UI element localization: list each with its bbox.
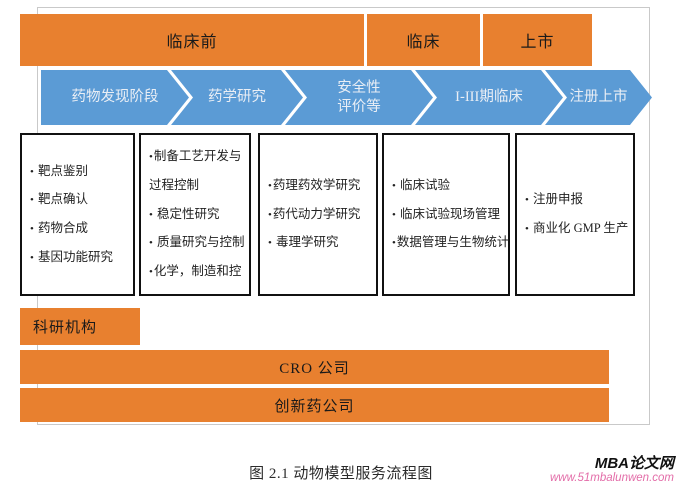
list-item: •数据管理与生物统计 — [392, 235, 509, 251]
bullet-icon: • — [30, 194, 34, 207]
list-item-label: 药理药效学研究 — [272, 177, 361, 192]
detail-box-clinical: • 临床试验 • 临床试验现场管理 •数据管理与生物统计 — [382, 133, 510, 296]
bullet-icon: • — [30, 251, 34, 264]
bullet-icon: • — [392, 179, 396, 192]
bullet-icon: • — [525, 223, 529, 235]
detail-box-registration: • 注册申报 • 商业化 GMP 生产 — [515, 133, 635, 296]
list-item-label: 稳定性研究 — [156, 206, 220, 221]
list-item-label: 基因功能研究 — [37, 249, 113, 264]
provider-bar-cro: CRO 公司 — [20, 350, 609, 384]
chevron-label-line1: 安全性 — [337, 80, 381, 97]
watermark-url: www.51mbalunwen.com — [549, 471, 674, 484]
list-item: • 商业化 GMP 生产 — [525, 221, 629, 237]
chevron-step-phase13: I-III期临床 — [415, 70, 563, 125]
chevron-label: 注册上市 — [569, 89, 628, 106]
list-item-label: 注册申报 — [532, 192, 583, 207]
bullet-icon: • — [392, 237, 396, 250]
provider-bar-label: 科研机构 — [33, 320, 98, 336]
list-item-label: 过程控制 — [149, 177, 200, 192]
detail-list: • 靶点鉴别 • 靶点确认 • 药物合成 • 基因功能研究 — [30, 164, 125, 266]
list-item: • 毒理学研究 — [268, 235, 368, 251]
bullet-icon: • — [268, 208, 272, 221]
chevron-label: 安全性 评价等 — [333, 79, 385, 115]
bullet-icon: • — [392, 208, 396, 221]
phase-segment-preclinical: 临床前 — [20, 14, 367, 66]
list-item: • 临床试验现场管理 — [392, 207, 500, 223]
figure-caption: 图 2.1 动物模型服务流程图 — [249, 466, 433, 482]
list-item: • 基因功能研究 — [30, 250, 125, 266]
watermark: MBA论文网 www.51mbalunwen.com — [550, 456, 674, 485]
list-item-label: 临床试验 — [399, 177, 450, 192]
bullet-icon: • — [149, 237, 153, 250]
bullet-icon: • — [149, 151, 153, 164]
list-item: •药理药效学研究 — [268, 178, 368, 194]
detail-list: • 临床试验 • 临床试验现场管理 •数据管理与生物统计 — [392, 178, 509, 251]
list-item: •化学，制造和控 — [149, 264, 241, 280]
list-item: •制备工艺开发与 — [149, 149, 241, 165]
bullet-icon: • — [268, 179, 272, 192]
bullet-icon: • — [268, 237, 272, 250]
chevron-label: 药物发现阶段 — [71, 89, 159, 106]
list-item: • 注册申报 — [525, 192, 625, 208]
list-item: 过程控制 — [149, 178, 241, 194]
list-item-label: 制备工艺开发与 — [153, 149, 242, 164]
phase-segment-market: 上市 — [483, 14, 592, 66]
list-item-label: 商业化 GMP 生产 — [532, 221, 629, 235]
list-item: • 稳定性研究 — [149, 207, 241, 223]
bullet-icon: • — [30, 223, 34, 235]
list-item: • 靶点鉴别 — [30, 164, 125, 180]
list-item-label: 质量研究与控制 — [156, 235, 245, 250]
phase-band: 临床前 临床 上市 — [20, 14, 592, 66]
phase-label: 上市 — [520, 34, 555, 51]
detail-box-safety: •药理药效学研究 •药代动力学研究 • 毒理学研究 — [258, 133, 378, 296]
chevron-label-line2: 评价等 — [337, 98, 381, 115]
chevron-step-pharmaceutics: 药学研究 — [171, 70, 303, 125]
list-item-label: 药物合成 — [37, 221, 88, 235]
provider-bar-label: CRO 公司 — [279, 360, 350, 377]
provider-bar-innovator: 创新药公司 — [20, 388, 609, 422]
detail-box-discovery: • 靶点鉴别 • 靶点确认 • 药物合成 • 基因功能研究 — [20, 133, 135, 296]
list-item-label: 数据管理与生物统计 — [396, 235, 510, 250]
provider-bar-institute: 科研机构 — [20, 308, 140, 345]
list-item-label: 临床试验现场管理 — [399, 206, 500, 221]
chevron-label: 药学研究 — [208, 89, 266, 106]
chevron-step-discovery: 药物发现阶段 — [41, 70, 189, 125]
bullet-icon: • — [30, 165, 34, 178]
chevron-band: 药物发现阶段 药学研究 安全性 评价等 I-III期临床 注册上市 — [41, 70, 652, 125]
list-item-label: 药代动力学研究 — [272, 206, 361, 221]
list-item: • 靶点确认 — [30, 192, 125, 208]
bullet-icon: • — [149, 266, 153, 279]
bullet-icon: • — [525, 194, 529, 207]
bullet-icon: • — [149, 208, 153, 221]
detail-list: • 注册申报 • 商业化 GMP 生产 — [525, 192, 629, 237]
chevron-label: I-III期临床 — [455, 89, 523, 106]
list-item-label: 靶点确认 — [37, 192, 88, 207]
provider-bar-label: 创新药公司 — [274, 398, 355, 415]
list-item-label: 靶点鉴别 — [37, 163, 88, 178]
phase-label: 临床 — [406, 34, 441, 51]
list-item: • 药物合成 — [30, 221, 125, 237]
list-item: • 临床试验 — [392, 178, 500, 194]
phase-segment-clinical: 临床 — [367, 14, 483, 66]
list-item-label: 毒理学研究 — [275, 235, 339, 250]
list-item-label: 化学，制造和控 — [153, 264, 242, 279]
list-item: •药代动力学研究 — [268, 207, 368, 223]
phase-label: 临床前 — [166, 34, 218, 51]
chevron-step-safety: 安全性 评价等 — [285, 70, 433, 125]
list-item: • 质量研究与控制 — [149, 235, 245, 251]
watermark-title: MBA论文网 — [594, 455, 674, 472]
detail-box-pharmaceutics: •制备工艺开发与 过程控制 • 稳定性研究 • 质量研究与控制 •化学，制造和控 — [139, 133, 251, 296]
detail-list: •药理药效学研究 •药代动力学研究 • 毒理学研究 — [268, 178, 368, 251]
detail-list: •制备工艺开发与 过程控制 • 稳定性研究 • 质量研究与控制 •化学，制造和控 — [149, 149, 245, 280]
